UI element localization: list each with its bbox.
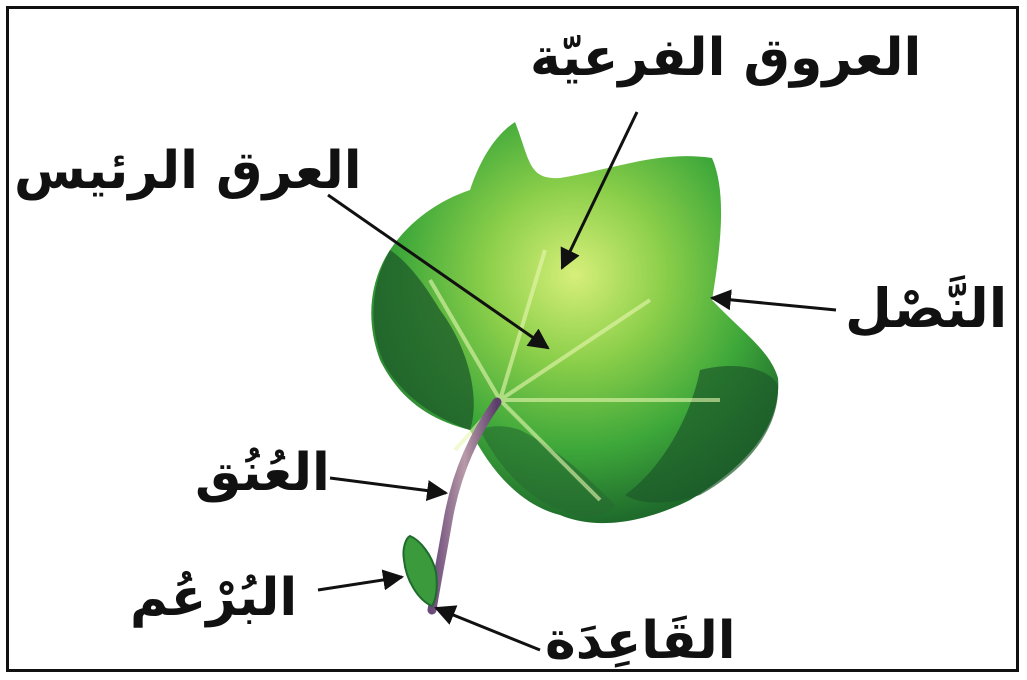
arrow-bud	[318, 577, 402, 590]
label-base: القَاعِدَة	[545, 615, 736, 667]
arrow-neck	[330, 478, 446, 493]
label-blade: النَّصْل	[845, 282, 1007, 336]
label-bud: البُرْعُم	[130, 572, 297, 624]
arrow-blade	[712, 298, 836, 310]
label-secondary-veins: العروق الفرعيّة	[530, 32, 921, 84]
label-neck: العُنُق	[195, 447, 330, 499]
leaf-bud	[403, 536, 436, 606]
arrow-base	[436, 608, 540, 650]
label-main-vein: العرق الرئيس	[14, 145, 362, 197]
